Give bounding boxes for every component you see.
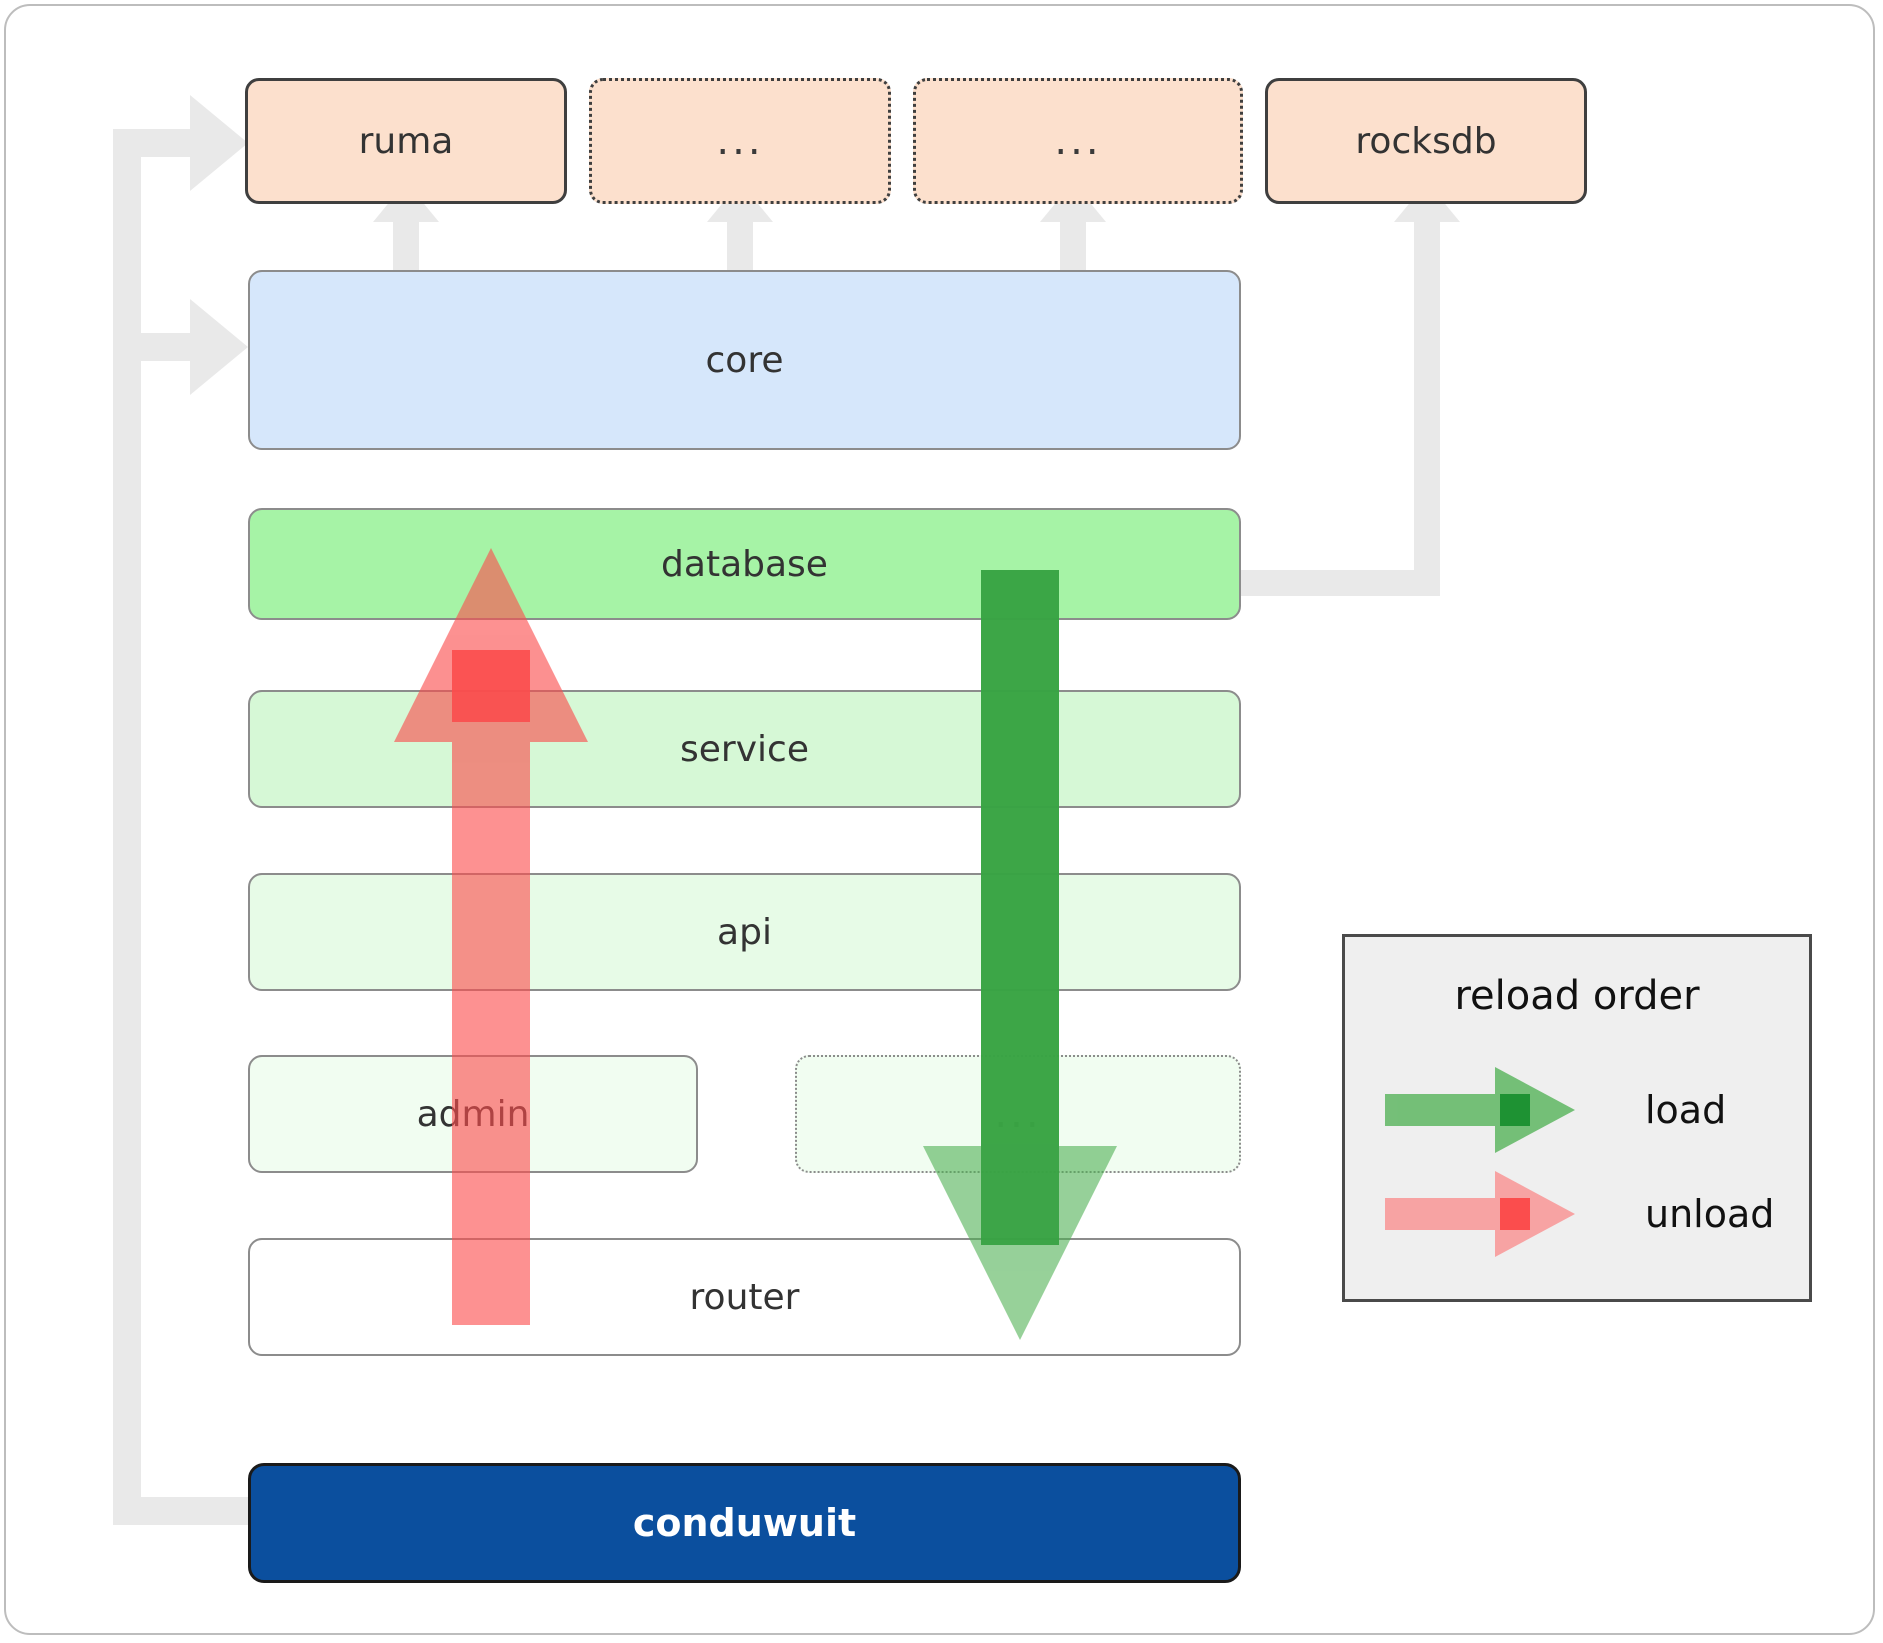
node-conduwuit[interactable]: conduwuit bbox=[248, 1463, 1241, 1583]
legend-unload-arrow-icon bbox=[1385, 1171, 1575, 1257]
unload-arrow-head bbox=[394, 548, 588, 742]
node-external-placeholder-2[interactable]: ... bbox=[913, 78, 1243, 204]
legend-load-label: load bbox=[1645, 1088, 1727, 1132]
dep-arrow-core-to-ext1 bbox=[707, 182, 773, 270]
load-arrow-shaft bbox=[981, 570, 1059, 1160]
node-rocksdb[interactable]: rocksdb bbox=[1265, 78, 1587, 204]
legend-row-load: load bbox=[1345, 1067, 1809, 1153]
load-arrow-head bbox=[923, 1146, 1117, 1340]
node-api-label: api bbox=[717, 911, 772, 953]
node-conduwuit-label: conduwuit bbox=[632, 1501, 857, 1545]
legend-reload-order: reload order load unload bbox=[1342, 934, 1812, 1302]
legend-row-unload: unload bbox=[1345, 1171, 1809, 1257]
dep-arrow-core-to-ruma bbox=[373, 182, 439, 270]
node-external-placeholder-1[interactable]: ... bbox=[589, 78, 891, 204]
dep-arrow-conduwuit-stub bbox=[113, 1497, 248, 1525]
unload-arrow-core bbox=[452, 650, 530, 722]
legend-unload-label: unload bbox=[1645, 1192, 1775, 1236]
unload-arrow bbox=[394, 548, 588, 1325]
node-service-label: service bbox=[680, 728, 809, 770]
dep-arrow-core-to-ext2 bbox=[1040, 182, 1106, 270]
node-router-label: router bbox=[689, 1276, 800, 1318]
node-database-label: database bbox=[661, 543, 828, 585]
legend-title: reload order bbox=[1454, 973, 1700, 1019]
load-arrow bbox=[923, 570, 1117, 1340]
unload-arrow-core-notch bbox=[452, 650, 530, 722]
node-ruma-label: ruma bbox=[358, 120, 454, 162]
node-router[interactable]: router bbox=[248, 1238, 1241, 1356]
node-database[interactable]: database bbox=[248, 508, 1241, 620]
legend-load-arrow-icon bbox=[1385, 1067, 1575, 1153]
dep-arrow-conduwuit-to-core bbox=[141, 299, 248, 395]
node-core-label: core bbox=[705, 339, 784, 381]
node-ruma[interactable]: ruma bbox=[245, 78, 567, 204]
unload-arrow-shaft bbox=[452, 655, 530, 1325]
dep-arrow-conduwuit-to-ruma bbox=[113, 95, 248, 1525]
dep-arrow-database-to-rocksdb bbox=[1240, 182, 1460, 596]
node-rocksdb-label: rocksdb bbox=[1355, 120, 1497, 162]
node-api[interactable]: api bbox=[248, 873, 1241, 991]
node-core[interactable]: core bbox=[248, 270, 1241, 450]
